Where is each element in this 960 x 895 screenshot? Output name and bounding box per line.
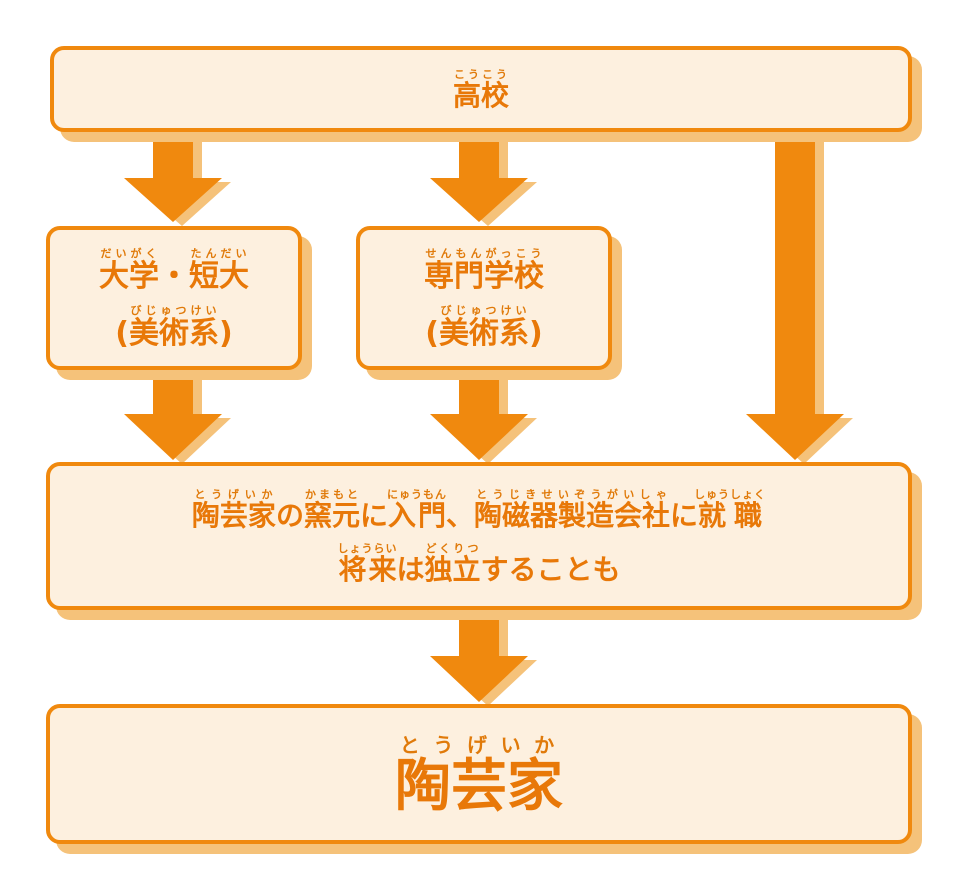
- future-ruby: しょうらい: [337, 542, 398, 555]
- separator-dot: ・: [159, 259, 189, 294]
- university-line2: (美術系びじゅつけい): [115, 304, 232, 349]
- node-vocational-school: 専門学校せんもんがっこう (美術系びじゅつけい): [356, 226, 612, 370]
- particle-ni: に: [670, 499, 699, 532]
- particle-no: の: [275, 499, 304, 532]
- art-dept-ruby: びじゅつけい: [129, 304, 219, 317]
- potter-ruby: とうげいか: [191, 488, 276, 501]
- arrow-univ-to-middle: [124, 368, 222, 460]
- independence-text: 独立: [424, 553, 481, 586]
- node-apprentice-or-employment: 陶芸家とうげいかの窯元かまもとに入門にゅうもん、陶磁器製造会社とうじきせいぞうが…: [46, 462, 912, 610]
- university-line1: 大学だいがく・短大たんだい: [99, 247, 249, 292]
- apprentice-text: 入門: [387, 499, 447, 532]
- paren-close: ): [529, 316, 543, 351]
- arrow-top-to-vocational: [430, 130, 528, 222]
- arrow-bodies: [124, 130, 844, 702]
- paren-open: (: [425, 316, 439, 351]
- middle-line1: 陶芸家とうげいかの窯元かまもとに入門にゅうもん、陶磁器製造会社とうじきせいぞうが…: [192, 488, 766, 530]
- high-school-ruby: こうこう: [452, 68, 509, 81]
- arrow-vocational-to-middle: [430, 368, 528, 460]
- arrow-top-to-univ: [124, 130, 222, 222]
- paren-close: ): [219, 316, 233, 351]
- vocational-line2: (美術系びじゅつけい): [425, 304, 542, 349]
- university-text: 大学: [99, 259, 159, 294]
- university-ruby: だいがく: [99, 247, 159, 260]
- node-high-school: 高校こうこう: [50, 46, 912, 132]
- vocational-text: 専門学校: [424, 259, 544, 294]
- node-potter: 陶芸家とうげいか: [46, 704, 912, 844]
- employment-ruby: しゅうしょく: [694, 488, 767, 501]
- kiln-ruby: かまもと: [303, 488, 360, 501]
- potter-text: 陶芸家: [191, 499, 276, 532]
- middle-line2: 将来しょうらいは独立どくりつすることも: [337, 542, 620, 584]
- independence-ruby: どくりつ: [424, 542, 481, 555]
- junior-college-ruby: たんだい: [189, 247, 249, 260]
- paren-open: (: [115, 316, 129, 351]
- ending-text: することも: [480, 553, 621, 586]
- junior-college-text: 短大: [189, 259, 249, 294]
- employment-text: 就職: [694, 499, 767, 532]
- high-school-label: 高校こうこう: [453, 68, 509, 110]
- high-school-text: 高校: [452, 79, 509, 112]
- art-dept-text: 美術系: [439, 316, 529, 351]
- ceramics-company-text: 陶磁器製造会社: [474, 499, 671, 532]
- potter-label: 陶芸家とうげいか: [395, 732, 563, 815]
- particle-ni: に: [359, 499, 388, 532]
- potter-title-text: 陶芸家: [395, 753, 563, 819]
- arrow-middle-to-bottom: [430, 608, 528, 702]
- art-dept-ruby: びじゅつけい: [439, 304, 529, 317]
- future-text: 将来: [337, 553, 398, 586]
- comma: 、: [446, 499, 475, 532]
- vocational-ruby: せんもんがっこう: [424, 247, 544, 260]
- arrow-top-to-middle: [746, 130, 844, 460]
- ceramics-company-ruby: とうじきせいぞうがいしゃ: [474, 488, 671, 501]
- vocational-line1: 専門学校せんもんがっこう: [424, 247, 544, 292]
- art-dept-text: 美術系: [129, 316, 219, 351]
- potter-title-ruby: とうげいか: [395, 732, 563, 757]
- particle-wa: は: [396, 553, 425, 586]
- kiln-text: 窯元: [303, 499, 360, 532]
- node-university: 大学だいがく・短大たんだい (美術系びじゅつけい): [46, 226, 302, 370]
- apprentice-ruby: にゅうもん: [387, 488, 447, 501]
